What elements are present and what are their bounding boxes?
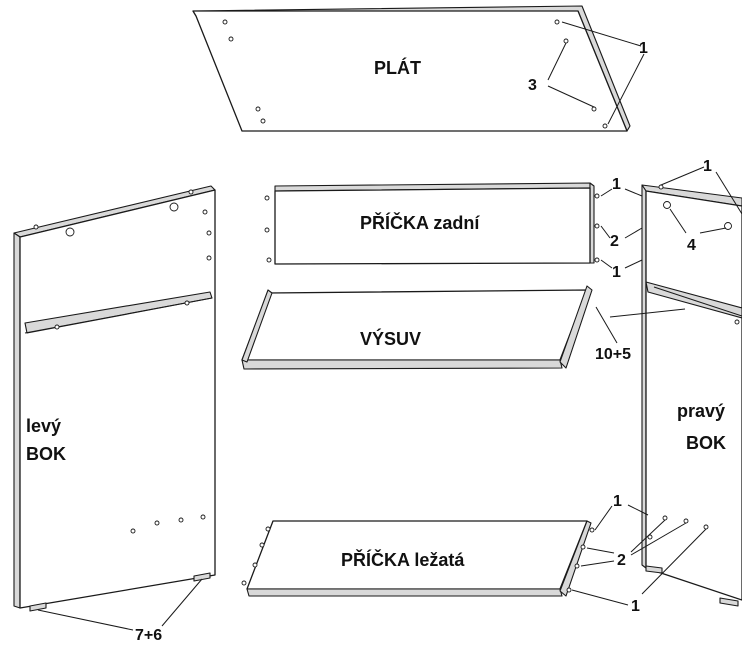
pravy-bok-label-line1: pravý (677, 401, 725, 421)
callout-7-6: 7+6 (135, 627, 162, 644)
callout-3-plat: 3 (528, 77, 537, 94)
callout-1-lezata-top: 1 (613, 493, 622, 510)
vysuv-label: VÝSUV (360, 328, 421, 349)
levy-bok-label-line2: BOK (26, 444, 66, 464)
levy-bok-label-line1: levý (26, 416, 61, 436)
pricka-lezata-panel (241, 504, 707, 606)
callout-1-zadni-top: 1 (612, 176, 621, 193)
plat-label: PLÁT (374, 57, 421, 78)
callout-2-lezata: 2 (617, 552, 626, 569)
callout-1-zadni-bottom: 1 (612, 264, 621, 281)
pricka-lezata-label: PŘÍČKA ležatá (341, 549, 465, 570)
callout-1-lezata-bottom: 1 (631, 598, 640, 615)
pricka-zadni-label: PŘÍČKA zadní (360, 212, 480, 233)
pravy-bok-panel (609, 166, 742, 607)
callout-10-5: 10+5 (595, 346, 631, 363)
vysuv-panel (241, 285, 618, 370)
callout-1-plat: 1 (639, 40, 648, 57)
callout-2-zadni: 2 (610, 233, 619, 250)
plat-panel (192, 5, 645, 132)
pravy-bok-label-line2: BOK (686, 433, 726, 453)
callout-1-pravy-top: 1 (703, 158, 712, 175)
pricka-zadni-panel (264, 182, 643, 269)
callout-4-pravy: 4 (687, 237, 696, 254)
levy-bok-panel (13, 185, 216, 631)
